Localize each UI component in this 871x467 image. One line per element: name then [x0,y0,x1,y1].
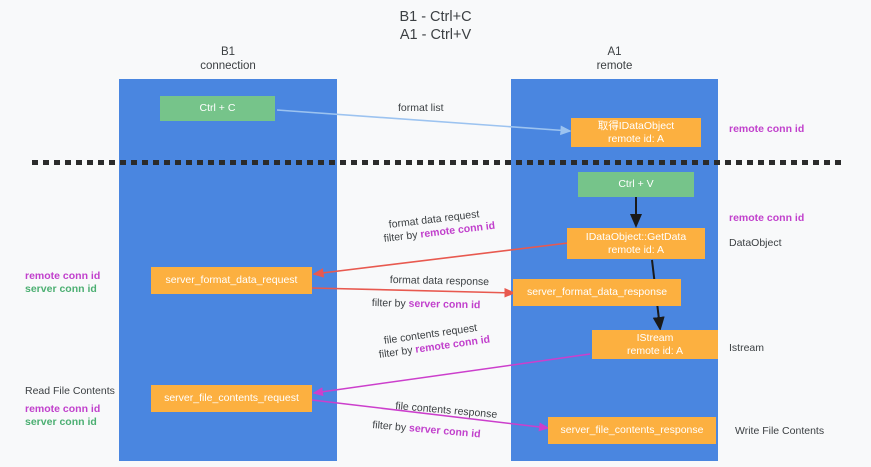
box-server-format-data-request[interactable]: server_format_data_request [151,267,312,294]
side-label-left-remote-conn-id-mid: remote conn id [25,270,101,282]
box-server-format-data-response-label: server_format_data_response [526,286,668,299]
label-file-contents-response-filter-key: server conn id [408,422,482,441]
box-ctrl-v[interactable]: Ctrl + V [578,172,694,197]
side-label-dataobject: DataObject [729,237,782,249]
label-file-contents-request-filter-prefix: filter by [378,343,417,361]
label-format-list: format list [398,102,444,114]
box-server-file-contents-request[interactable]: server_file_contents_request [151,385,312,412]
label-format-data-response-filter-prefix: filter by [371,296,409,310]
column-header-a1-role: remote [596,59,633,72]
label-format-data-response: format data response [389,273,490,289]
label-file-contents-response: file contents response [394,399,498,421]
side-label-istream: Istream [729,342,765,354]
box-idataobject[interactable]: 取得IDataObject remote id: A [571,118,701,147]
label-file-contents-response-filter: filter by server conn id [372,418,481,441]
side-label-left-remote-conn-id-bottom: remote conn id [25,403,101,415]
box-ctrl-c-label: Ctrl + C [199,102,236,115]
side-label-left-server-conn-id-mid: server conn id [25,283,97,295]
box-istream-line2: remote id: A [626,344,684,357]
side-label-remote-conn-id-top: remote conn id [729,123,805,135]
title-line-1: B1 - Ctrl+C [399,9,472,25]
side-label-left-server-conn-id-bottom: server conn id [25,416,97,428]
box-ctrl-v-label: Ctrl + V [618,178,654,191]
box-ctrl-c[interactable]: Ctrl + C [160,96,275,121]
box-server-file-contents-request-label: server_file_contents_request [164,392,299,405]
box-server-file-contents-response-label: server_file_contents_response [560,424,704,437]
side-label-write-file-contents: Write File Contents [735,425,825,437]
column-header-a1-name: A1 [607,46,622,58]
side-label-remote-conn-id-mid: remote conn id [729,212,805,224]
box-istream[interactable]: IStream remote id: A [592,330,718,359]
label-format-data-response-filter: filter by server conn id [372,296,481,312]
box-getdata-line2: remote id: A [607,243,665,256]
box-getdata-line1: IDataObject::GetData [585,231,687,243]
box-server-format-data-response[interactable]: server_format_data_response [513,279,681,306]
column-header-b1-name: B1 [220,46,236,58]
side-label-read-file-contents: Read File Contents [25,385,115,397]
box-server-file-contents-response[interactable]: server_file_contents_response [548,417,716,444]
label-format-data-request-filter-prefix: filter by [383,228,422,245]
phase-divider [32,160,844,165]
page-title: B1 - Ctrl+C A1 - Ctrl+V [0,8,871,44]
title-line-2: A1 - Ctrl+V [399,27,472,43]
box-istream-line1: IStream [636,332,674,344]
box-idataobject-getdata[interactable]: IDataObject::GetData remote id: A [567,228,705,259]
label-format-data-response-filter-key: server conn id [408,297,481,312]
column-header-b1-role: connection [200,59,256,72]
label-file-contents-response-filter-prefix: filter by [371,418,410,435]
box-idataobject-line2: remote id: A [607,132,665,145]
box-idataobject-line1: 取得IDataObject [597,120,675,132]
column-header-b1: B1 connection [119,46,337,73]
column-header-a1: A1 remote [511,46,718,73]
box-server-format-data-request-label: server_format_data_request [165,274,298,287]
